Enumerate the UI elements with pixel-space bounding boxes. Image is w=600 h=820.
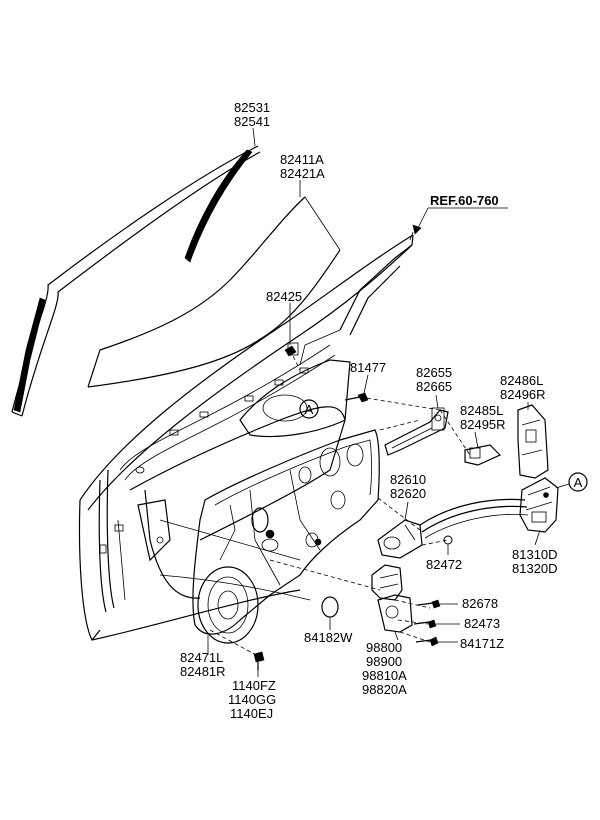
label-82678: 82678 (462, 596, 498, 611)
handle-bracket (517, 404, 549, 479)
callout-a-left-text: A (305, 402, 314, 417)
door-shell (78, 234, 414, 641)
door-latch (519, 477, 559, 533)
label-82665: 82665 (416, 379, 452, 394)
door-glass (87, 196, 341, 388)
label-82421a: 82421A (280, 166, 325, 181)
label-82471l: 82471L (180, 650, 223, 665)
label-81320d: 81320D (512, 561, 558, 576)
label-82481r: 82481R (180, 664, 226, 679)
label-82472: 82472 (426, 557, 462, 572)
label-ref-60-760: REF.60-760 (430, 193, 499, 208)
key-lock-bracket (464, 444, 502, 466)
window-motor (371, 564, 413, 633)
label-82495r: 82495R (460, 417, 506, 432)
label-82425: 82425 (266, 289, 302, 304)
label-81310d: 81310D (512, 547, 558, 562)
fasteners (253, 345, 453, 670)
label-82541: 82541 (234, 114, 270, 129)
label-98800: 98800 (366, 640, 402, 655)
label-82531: 82531 (234, 100, 270, 115)
label-1140fz: 1140FZ (232, 678, 276, 693)
label-82655: 82655 (416, 365, 452, 380)
outside-handle (384, 407, 449, 456)
label-98810a: 98810A (362, 668, 407, 683)
label-1140gg: 1140GG (228, 692, 276, 707)
window-weatherstrip (11, 145, 261, 417)
label-81477: 81477 (350, 360, 386, 375)
label-82485l: 82485L (460, 403, 503, 418)
label-82610: 82610 (390, 472, 426, 487)
callout-a-left: A (299, 399, 319, 419)
label-82411a: 82411A (280, 152, 324, 167)
label-84171z: 84171Z (460, 636, 504, 651)
label-1140ej: 1140EJ (230, 706, 273, 721)
hole-plug (321, 596, 339, 618)
label-84182w: 84182W (304, 630, 353, 645)
actuator-cables (419, 498, 529, 539)
callout-a-right-text: A (574, 475, 583, 490)
label-98820a: 98820A (362, 682, 407, 697)
ref-arrow (412, 207, 508, 235)
callout-a-right: A (555, 472, 588, 492)
part-labels: 82531 82541 82411A 82421A REF.60-760 824… (180, 100, 558, 721)
label-leaders (207, 127, 541, 677)
label-82486l: 82486L (500, 373, 543, 388)
door-module-panel (192, 429, 380, 644)
inner-upper-panel (239, 329, 351, 438)
dashed-leaders (209, 349, 471, 657)
label-82496r: 82496R (500, 387, 546, 402)
inside-handle (377, 519, 423, 559)
label-98900: 98900 (366, 654, 402, 669)
label-82620: 82620 (390, 486, 426, 501)
label-82473: 82473 (464, 616, 500, 631)
